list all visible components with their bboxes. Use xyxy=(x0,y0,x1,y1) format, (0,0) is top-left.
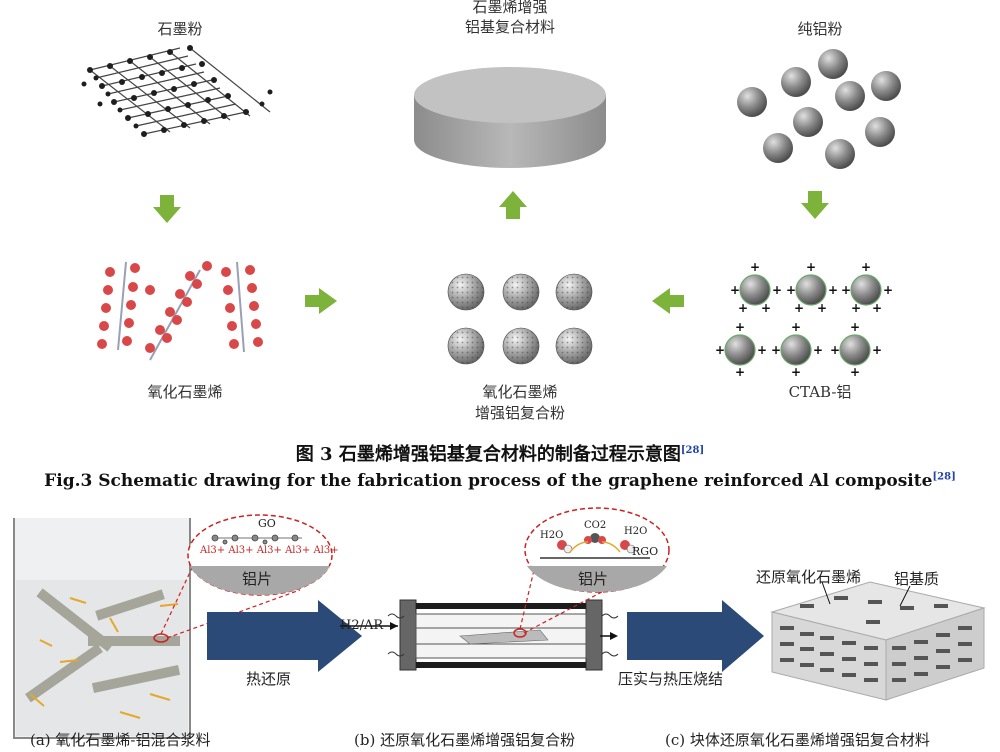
composite-disc-image xyxy=(414,67,606,168)
svg-text:+: + xyxy=(715,343,725,357)
thermal-reduction-label: 热还原 xyxy=(246,670,292,688)
svg-text:+: + xyxy=(735,365,745,379)
svg-text:+: + xyxy=(830,343,840,357)
al-ion-2: Al3+ xyxy=(228,545,254,556)
caption-a: (a) 氧化石墨烯-铝混合浆料 xyxy=(30,731,211,749)
arrow-right-middle xyxy=(305,288,337,314)
go-powder-label-line1: 氧化石墨烯 xyxy=(482,383,558,401)
svg-text:+: + xyxy=(735,320,745,334)
arrow-thermal-reduction xyxy=(207,600,362,672)
arrow-compaction xyxy=(627,600,764,672)
zoom-ellipse-al-flake-1 xyxy=(160,514,333,639)
svg-text:+: + xyxy=(761,301,771,315)
svg-text:+: + xyxy=(850,320,860,334)
arrow-down-left xyxy=(153,195,181,223)
svg-text:+: + xyxy=(850,365,860,379)
svg-text:+: + xyxy=(772,283,782,297)
reduction-furnace-image xyxy=(340,599,619,671)
caption-c: (c) 块体还原氧化石墨烯增强铝复合材料 xyxy=(665,731,930,749)
figure3-caption-en: Fig.3 Schematic drawing for the fabricat… xyxy=(0,471,1000,491)
svg-text:+: + xyxy=(872,301,882,315)
press-sinter-label: 压实与热压烧结 xyxy=(618,670,724,688)
graphite-powder-label: 石墨粉 xyxy=(157,20,203,38)
svg-text:+: + xyxy=(791,365,801,379)
rgo-bulk-label: 还原氧化石墨烯 xyxy=(756,568,862,586)
beaker-image xyxy=(13,518,191,739)
svg-text:+: + xyxy=(828,283,838,297)
caption-b: (b) 还原氧化石墨烯增强铝复合粉 xyxy=(354,731,576,749)
caption-en-text: Fig.3 Schematic drawing for the fabricat… xyxy=(44,471,933,491)
al-ion-5: Al3+ xyxy=(313,545,339,556)
go-powder-label-line2: 增强铝复合粉 xyxy=(474,404,565,422)
al-matrix-label: 铝基质 xyxy=(894,570,940,588)
svg-text:+: + xyxy=(757,343,767,357)
composite-label-line2: 铝基复合材料 xyxy=(464,18,555,36)
arrow-up-middle xyxy=(499,191,527,219)
svg-text:+: + xyxy=(883,283,893,297)
pure-al-powder-label: 纯铝粉 xyxy=(797,20,843,38)
composite-label-line1: 石墨烯增强 xyxy=(472,0,548,16)
al-flake-label-1: 铝片 xyxy=(242,570,273,588)
svg-text:+: + xyxy=(872,343,882,357)
graphene-oxide-label: 氧化石墨烯 xyxy=(147,383,223,401)
figure3-caption-cn: 图 3 石墨烯增强铝基复合材料的制备过程示意图[28] xyxy=(0,440,1000,466)
arrow-left-middle xyxy=(652,288,684,314)
al-ion-4: Al3+ xyxy=(285,545,311,556)
ctab-al-image: +++++ +++++ +++++ ++++ ++++ ++++ xyxy=(715,260,893,379)
go-label: GO xyxy=(258,517,276,530)
svg-text:+: + xyxy=(806,260,816,274)
rgo-label: RGO xyxy=(632,545,659,558)
zoom-ellipse-al-flake-2 xyxy=(519,507,670,634)
svg-text:+: + xyxy=(861,260,871,274)
svg-text:+: + xyxy=(771,343,781,357)
arrow-down-right xyxy=(801,191,829,219)
graphite-lattice-image xyxy=(81,45,273,137)
pure-al-powder-image xyxy=(737,49,901,169)
co2-label: CO2 xyxy=(584,520,607,531)
ctab-al-label: CTAB-铝 xyxy=(788,383,852,401)
svg-text:+: + xyxy=(750,260,760,274)
svg-text:+: + xyxy=(813,343,823,357)
svg-text:+: + xyxy=(841,283,851,297)
svg-text:+: + xyxy=(730,283,740,297)
al-ion-1: Al3+ xyxy=(200,545,226,556)
svg-text:+: + xyxy=(786,283,796,297)
al-ion-3: Al3+ xyxy=(256,545,282,556)
svg-text:+: + xyxy=(817,301,827,315)
caption-cn-text: 图 3 石墨烯增强铝基复合材料的制备过程示意图 xyxy=(295,444,681,465)
svg-text:+: + xyxy=(794,301,804,315)
caption-en-ref: [28] xyxy=(932,471,956,483)
svg-text:+: + xyxy=(791,320,801,334)
svg-text:+: + xyxy=(851,301,861,315)
caption-cn-ref: [28] xyxy=(680,445,705,456)
al-ions-row: Al3+ Al3+ Al3+ Al3+ Al3+ xyxy=(200,545,339,556)
h2-ar-label: H2/AR xyxy=(340,618,384,633)
svg-text:+: + xyxy=(738,301,748,315)
bulk-composite-image xyxy=(770,581,986,701)
h2o-label-2: H2O xyxy=(624,526,648,537)
h2o-label-1: H2O xyxy=(540,530,564,541)
al-flake-label-2: 铝片 xyxy=(578,570,609,588)
go-al-powder-image xyxy=(447,273,593,365)
graphene-oxide-image xyxy=(97,261,263,361)
